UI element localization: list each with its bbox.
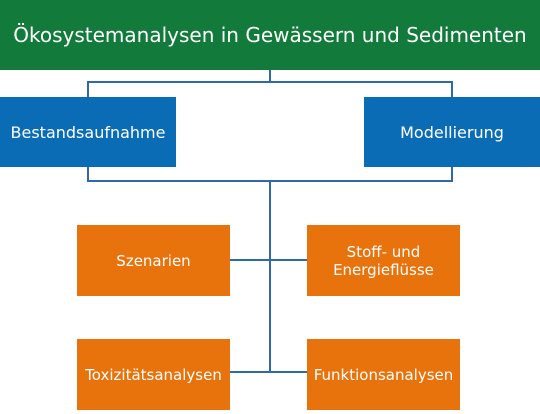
node-szenarien: Szenarien <box>77 225 230 296</box>
connector-blue-bottom-bar <box>87 167 453 182</box>
diagram-title: Ökosystemanalysen in Gewässern und Sedim… <box>13 23 527 47</box>
node-label: Funktionsanalysen <box>313 365 454 384</box>
node-label: Modellierung <box>400 122 504 142</box>
node-toxizitaetsanalysen: Toxizitätsanalysen <box>77 339 230 410</box>
node-label: Bestandsaufnahme <box>10 122 166 142</box>
node-label: Toxizitätsanalysen <box>85 365 222 384</box>
node-modellierung: Modellierung <box>364 97 540 167</box>
node-bestandsaufnahme: Bestandsaufnahme <box>0 97 176 167</box>
node-stoff-energiefluesse: Stoff- und Energieflüsse <box>307 225 460 296</box>
node-label: Szenarien <box>116 251 191 270</box>
diagram-title-box: Ökosystemanalysen in Gewässern und Sedim… <box>0 0 540 70</box>
node-funktionsanalysen: Funktionsanalysen <box>307 339 460 410</box>
node-label: Stoff- und Energieflüsse <box>333 242 434 279</box>
connector-blue-top-bar <box>87 81 453 97</box>
